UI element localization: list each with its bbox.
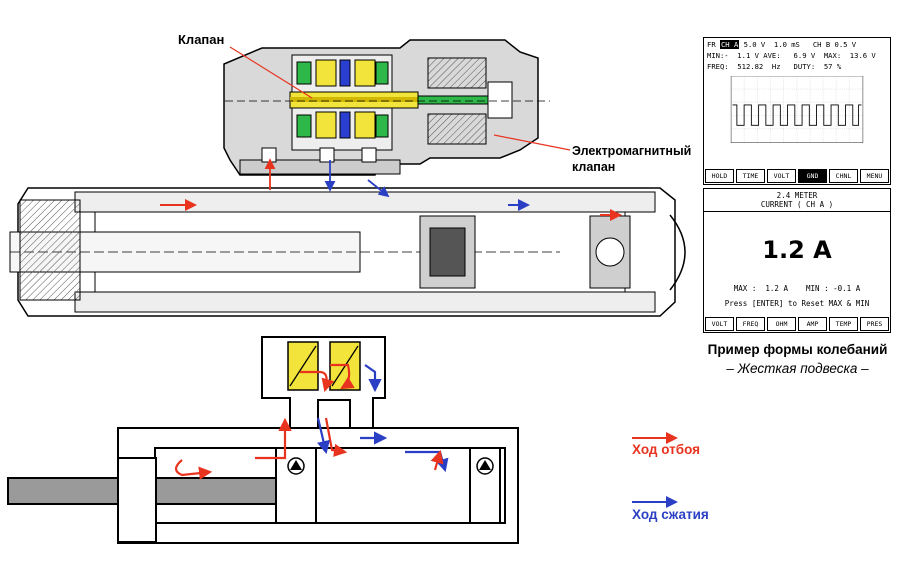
meter-button-amp[interactable]: AMP bbox=[798, 317, 827, 331]
meter-button-volt[interactable]: VOLT bbox=[705, 317, 734, 331]
scope-button-chnl[interactable]: CHNL bbox=[829, 169, 858, 183]
scope-row-1: FR CH A 5.0 V 1.0 mS CH B 0.5 V bbox=[707, 40, 857, 49]
waveform-display bbox=[730, 76, 864, 143]
caption-line-1: Пример формы колебаний bbox=[707, 342, 888, 357]
flow-arrows bbox=[174, 363, 449, 480]
meter-subtitle: CURRENT ( CH A ) bbox=[704, 200, 890, 212]
rebound-stroke-label: Ход отбоя bbox=[632, 442, 701, 457]
valve-block bbox=[223, 39, 550, 176]
meter-button-pres[interactable]: PRES bbox=[860, 317, 889, 331]
meter-title: 2.4 METER bbox=[776, 191, 818, 200]
caption-line-2: – Жесткая подвеска – bbox=[726, 361, 869, 376]
meter-button-bar: VOLT FREQ OHM AMP TEMP PRES bbox=[705, 317, 889, 331]
schematic-diagram bbox=[7, 336, 519, 544]
current-meter-panel: 2.4 METER CURRENT ( CH A ) 1.2 A MAX : 1… bbox=[703, 188, 891, 333]
scope-button-bar: HOLD TIME VOLT GND CHNL MENU bbox=[705, 169, 889, 183]
solenoid-label-line1: Электромагнитный bbox=[572, 144, 692, 158]
meter-reset-hint: Press [ENTER] to Reset MAX & MIN bbox=[724, 299, 870, 308]
shock-body-section bbox=[9, 158, 686, 317]
oscilloscope-panel: FR CH A 5.0 V 1.0 mS CH B 0.5 V MIN:- 1.… bbox=[703, 37, 891, 185]
scope-button-gnd[interactable]: GND bbox=[798, 169, 827, 183]
scope-button-time[interactable]: TIME bbox=[736, 169, 765, 183]
meter-value: 1.2 A bbox=[762, 236, 832, 264]
meter-max-min: MAX : 1.2 A MIN : -0.1 A bbox=[733, 284, 861, 293]
compression-stroke-label: Ход сжатия bbox=[632, 507, 709, 522]
solenoid-label-line2: клапан bbox=[572, 160, 616, 174]
scope-button-volt[interactable]: VOLT bbox=[767, 169, 796, 183]
valve-label: Клапан bbox=[178, 32, 225, 47]
scope-button-menu[interactable]: MENU bbox=[860, 169, 889, 183]
scope-button-hold[interactable]: HOLD bbox=[705, 169, 734, 183]
meter-button-temp[interactable]: TEMP bbox=[829, 317, 858, 331]
meter-button-freq[interactable]: FREQ bbox=[736, 317, 765, 331]
scope-row-3: FREQ: 512.82 Hz DUTY: 57 % bbox=[707, 62, 842, 71]
meter-button-ohm[interactable]: OHM bbox=[767, 317, 796, 331]
scope-row-2: MIN:- 1.1 V AVE: 6.9 V MAX: 13.6 V bbox=[707, 51, 876, 60]
